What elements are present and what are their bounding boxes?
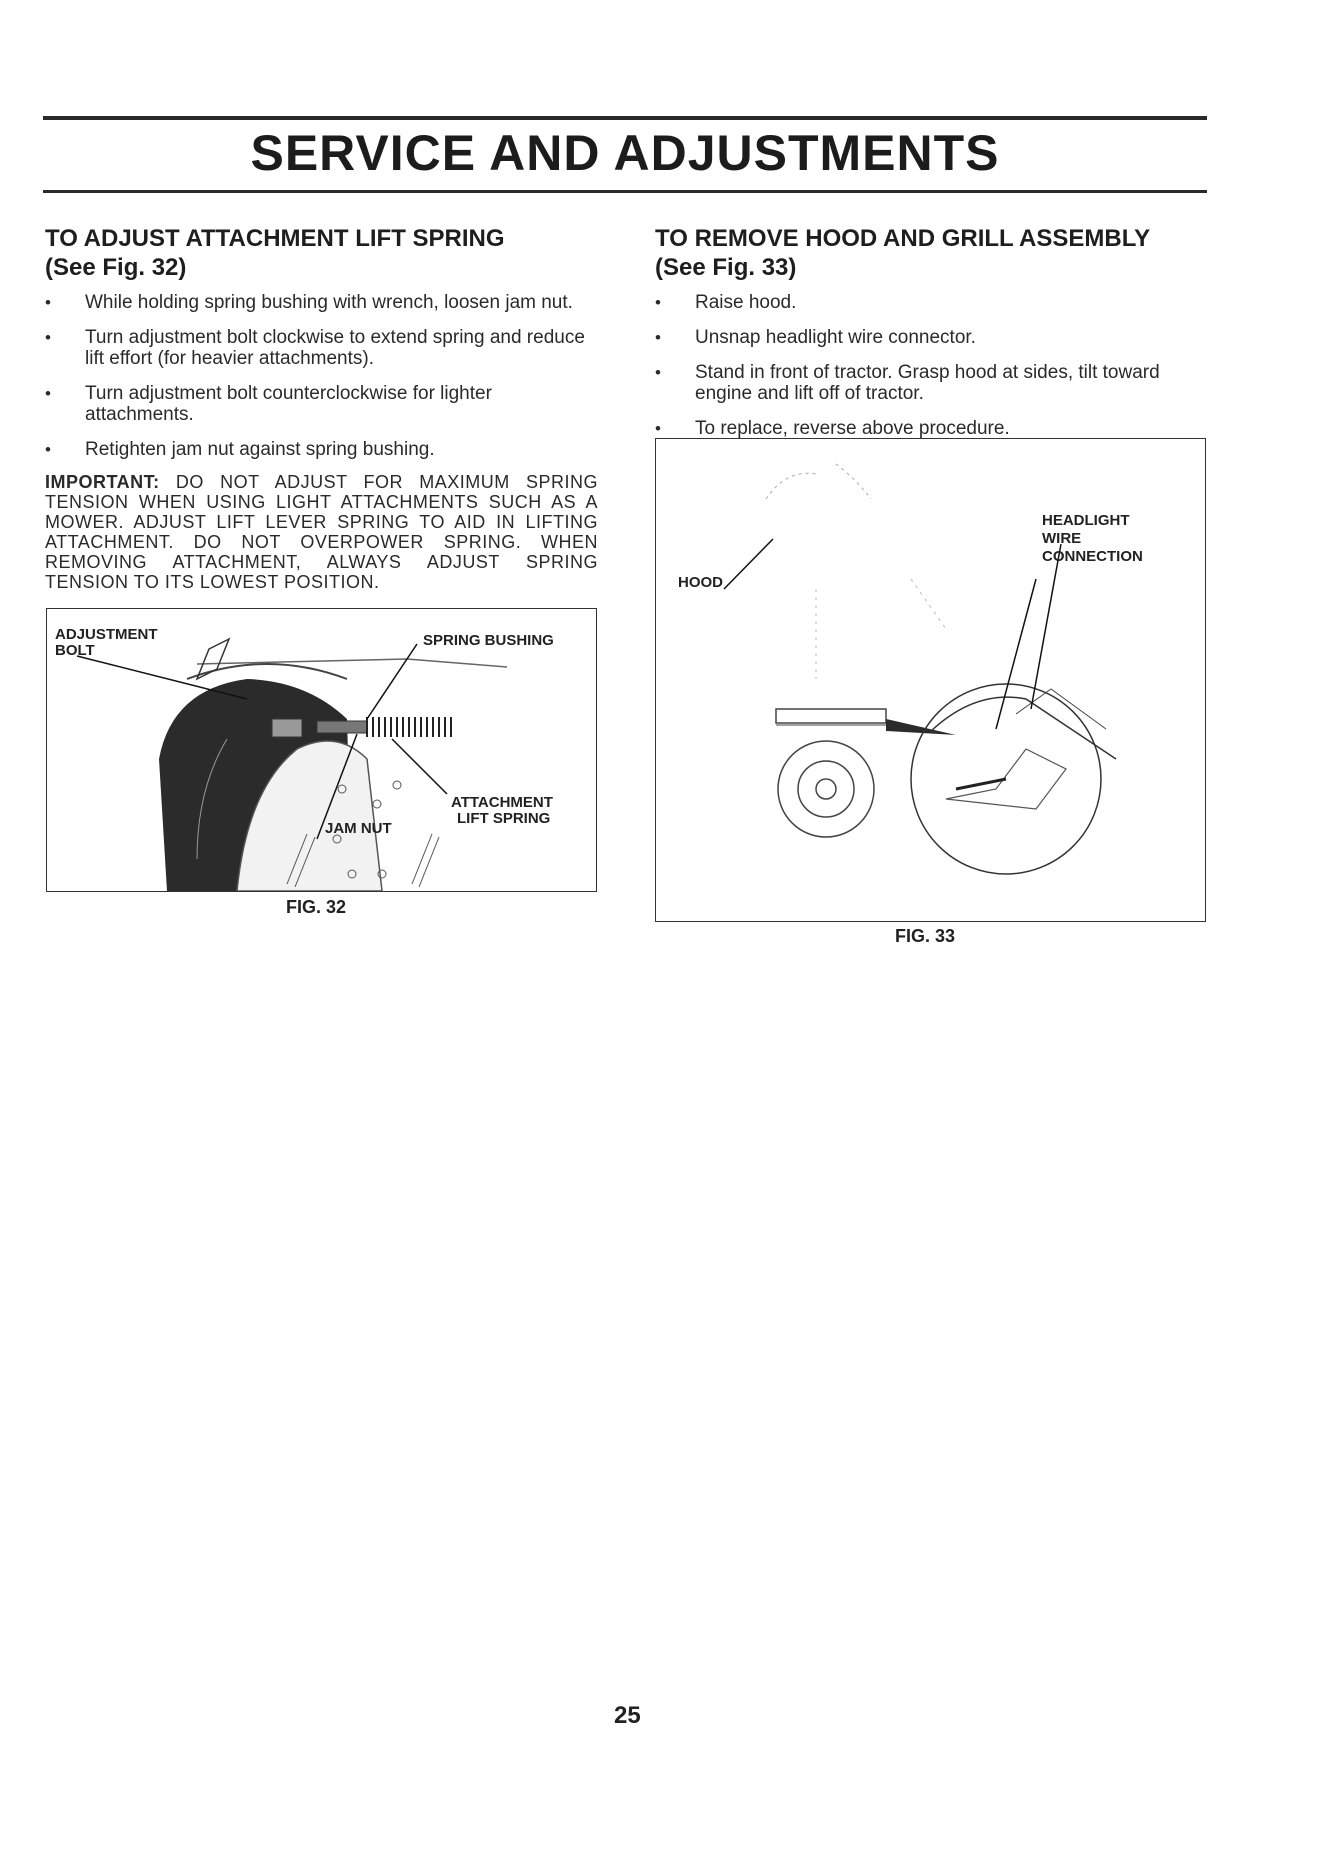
section-heading-lift-spring: TO ADJUST ATTACHMENT LIFT SPRING (See Fi…	[45, 224, 598, 282]
label-connection: CONNECTION	[1042, 548, 1143, 565]
label-spring-bushing: SPRING BUSHING	[423, 632, 554, 649]
section-heading-hood-removal: TO REMOVE HOOD AND GRILL ASSEMBLY (See F…	[655, 224, 1207, 282]
list-item: Raise hood.	[655, 292, 1207, 313]
important-text: DO NOT ADJUST FOR MAXIMUM SPRING TENSION…	[45, 472, 598, 592]
lift-spring-coil	[366, 717, 452, 737]
front-wheel	[777, 740, 875, 838]
label-jam-nut: JAM NUT	[325, 820, 392, 837]
label-attachment: ATTACHMENT	[451, 794, 553, 811]
list-item: Turn adjustment bolt counterclockwise fo…	[45, 383, 598, 425]
left-column: TO ADJUST ATTACHMENT LIFT SPRING (See Fi…	[45, 224, 598, 610]
heading-line: TO REMOVE HOOD AND GRILL ASSEMBLY	[655, 225, 1151, 252]
list-item: Stand in front of tractor. Grasp hood at…	[655, 362, 1207, 404]
hood-removal-steps: Raise hood. Unsnap headlight wire connec…	[655, 292, 1207, 439]
figure-32-caption: FIG. 32	[286, 897, 347, 917]
heading-figure-ref: (See Fig. 32)	[45, 254, 187, 281]
label-wire: WIRE	[1042, 530, 1082, 547]
figure-33: HOOD HEADLIGHT WIRE CONNECTION	[655, 438, 1206, 922]
label-lift-spring: LIFT SPRING	[457, 810, 551, 827]
important-notice: IMPORTANT: DO NOT ADJUST FOR MAXIMUM SPR…	[45, 472, 598, 592]
right-column: TO REMOVE HOOD AND GRILL ASSEMBLY (See F…	[655, 224, 1207, 453]
figure-32-illustration	[76, 637, 508, 891]
list-item: Retighten jam nut against spring bushing…	[45, 439, 598, 460]
heading-figure-ref: (See Fig. 33)	[655, 254, 797, 281]
heading-line: TO ADJUST ATTACHMENT LIFT SPRING	[45, 225, 505, 252]
figure-32: ADJUSTMENT BOLT SPRING BUSHING ATTACHMEN…	[46, 608, 597, 892]
header-rule-bottom	[43, 190, 1207, 193]
figure-33-caption: FIG. 33	[895, 926, 956, 946]
list-item: To replace, reverse above procedure.	[655, 418, 1207, 439]
list-item: While holding spring bushing with wrench…	[45, 292, 598, 313]
important-label: IMPORTANT:	[45, 472, 160, 492]
detail-magnifier	[910, 683, 1102, 875]
label-hood: HOOD	[678, 574, 723, 591]
label-adjustment: ADJUSTMENT	[55, 626, 158, 643]
header-rule-top	[43, 116, 1207, 120]
figure-33-illustration	[723, 463, 1117, 875]
lift-spring-steps: While holding spring bushing with wrench…	[45, 292, 598, 460]
page-title: SERVICE AND ADJUSTMENTS	[250, 125, 1000, 181]
label-bolt: BOLT	[55, 642, 95, 659]
page-number: 25	[614, 1702, 641, 1729]
label-headlight: HEADLIGHT	[1042, 512, 1130, 529]
list-item: Turn adjustment bolt clockwise to extend…	[45, 327, 598, 369]
list-item: Unsnap headlight wire connector.	[655, 327, 1207, 348]
